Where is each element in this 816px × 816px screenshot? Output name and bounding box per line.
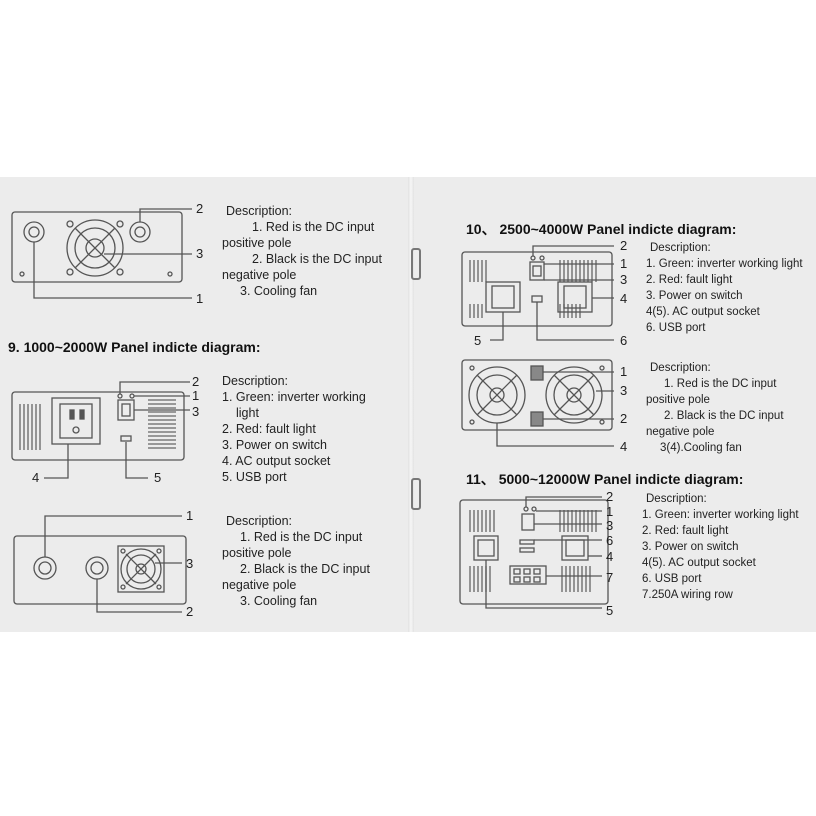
description-line: 7.250A wiring row: [642, 589, 733, 601]
description-section-10: Description: 1. Green: inverter working …: [646, 240, 803, 336]
callout-number: 2: [620, 411, 628, 426]
description-title: Description:: [226, 204, 292, 218]
description-line: 6. USB port: [646, 322, 706, 334]
description-title: Description:: [226, 514, 292, 528]
description-line: positive pole: [646, 394, 710, 406]
description-line: 1. Green: inverter working light: [646, 258, 803, 270]
description-line: 2. Black is the DC input: [240, 562, 370, 576]
callout-number: 5: [154, 470, 162, 485]
description-line: 2. Red: fault light: [222, 422, 316, 436]
description-line: 3. Power on switch: [646, 290, 743, 302]
callout-number: 1: [186, 508, 194, 523]
description-line: 3. Power on switch: [222, 438, 327, 452]
callout-number: 7: [606, 570, 614, 585]
description-line: 3. Cooling fan: [240, 284, 318, 298]
callout-number: 2: [186, 604, 194, 619]
callout-number: 3: [620, 272, 628, 287]
description-line: 1. Green: inverter working: [222, 390, 366, 404]
callout-number: 4: [620, 439, 628, 454]
callout-number: 2: [620, 238, 628, 253]
description-line: negative pole: [222, 578, 297, 592]
callout-number: 3: [620, 383, 628, 398]
description-title: Description:: [646, 493, 707, 505]
description-section-10-back: Description: 1. Red is the DC input posi…: [646, 360, 784, 456]
description-line: 3. Cooling fan: [240, 594, 318, 608]
description-line: 1. Red is the DC input: [240, 530, 363, 544]
description-line: 3(4).Cooling fan: [660, 442, 742, 454]
description-line: negative pole: [222, 268, 297, 282]
callout-number: 1: [620, 364, 628, 379]
description-section-9-back: Description: 1. Red is the DC input posi…: [222, 513, 370, 609]
description-line: negative pole: [646, 426, 715, 438]
callout-number: 1: [620, 256, 628, 271]
callout-number: 5: [606, 603, 614, 618]
callout-number: 6: [620, 333, 628, 348]
description-line: 1. Red is the DC input: [664, 378, 777, 390]
description-line: 2. Black is the DC input: [252, 252, 382, 266]
section-11-heading: 11、 5000~12000W Panel indicte diagram:: [466, 471, 744, 487]
description-line: 4(5). AC output socket: [646, 306, 760, 318]
callout-number: 3: [196, 246, 204, 261]
panel-5000-12000w-front: [459, 496, 609, 609]
callout-number: 4: [32, 470, 40, 485]
description-section-11: Description: 1. Green: inverter working …: [642, 491, 799, 603]
description-line: 4(5). AC output socket: [642, 557, 756, 569]
binding-ring: [411, 248, 421, 280]
callout-number: 4: [620, 291, 628, 306]
section-10-heading: 10、 2500~4000W Panel indicte diagram:: [466, 221, 737, 237]
description-title: Description:: [650, 362, 711, 374]
callout-number: 1: [196, 291, 204, 306]
description-title: Description:: [650, 242, 711, 254]
description-line: 2. Black is the DC input: [664, 410, 784, 422]
fan-panel-diagram: [11, 208, 192, 299]
description-section-9: Description: 1. Green: inverter working …: [222, 373, 366, 485]
description-fan-panel: Description: 1. Red is the DC input posi…: [222, 203, 382, 299]
panel-2500-4000w-front: [461, 245, 614, 341]
callout-number: 3: [606, 518, 614, 533]
description-line: 4. AC output socket: [222, 454, 331, 468]
callout-number: 2: [196, 201, 204, 216]
description-line: 2. Red: fault light: [642, 525, 729, 537]
callout-number: 2: [606, 489, 614, 504]
binding-ring: [411, 478, 421, 510]
callout-number: 3: [192, 404, 200, 419]
description-line: positive pole: [222, 236, 292, 250]
description-line: 3. Power on switch: [642, 541, 739, 553]
description-line: 1. Red is the DC input: [252, 220, 375, 234]
panel-1000-2000w-front: [11, 381, 190, 479]
callout-number: 3: [186, 556, 194, 571]
callout-number: 6: [606, 533, 614, 548]
page-gutter: [408, 177, 414, 632]
callout-number: 4: [606, 549, 614, 564]
callout-number: 1: [606, 504, 614, 519]
panel-1000-2000w-back: [13, 515, 187, 613]
description-line: positive pole: [222, 546, 292, 560]
description-line: 1. Green: inverter working light: [642, 509, 799, 521]
description-line: 6. USB port: [642, 573, 702, 585]
description-title: Description:: [222, 374, 288, 388]
description-line: light: [236, 406, 259, 420]
description-line: 5. USB port: [222, 470, 287, 484]
callout-number: 5: [474, 333, 482, 348]
panel-2500-4000w-back: [461, 359, 614, 447]
callout-number: 2: [192, 374, 200, 389]
description-line: 2. Red: fault light: [646, 274, 733, 286]
callout-number: 1: [192, 388, 200, 403]
section-9-heading: 9. 1000~2000W Panel indicte diagram:: [8, 339, 261, 355]
